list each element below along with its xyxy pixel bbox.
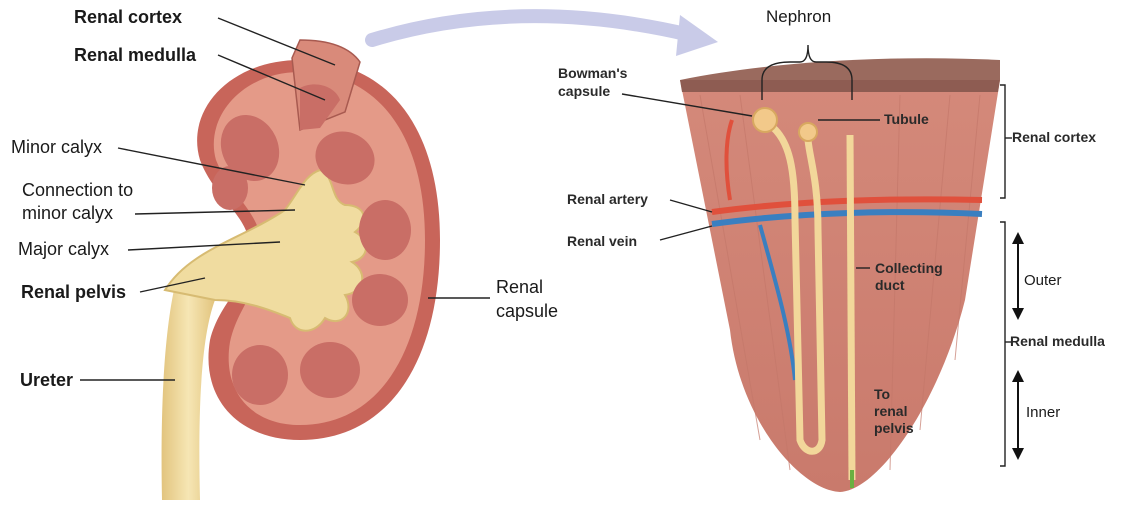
renal-wedge-section bbox=[680, 58, 1000, 492]
label-collecting-line1: Collecting bbox=[875, 261, 943, 276]
label-bowmans-line1: Bowman's bbox=[558, 66, 627, 81]
label-renal-vein: Renal vein bbox=[567, 234, 637, 249]
label-renal-capsule-line1: Renal bbox=[496, 278, 543, 297]
label-bowmans-line2: capsule bbox=[558, 84, 610, 99]
label-renal-capsule-line2: capsule bbox=[496, 302, 558, 321]
label-renal-medulla-right: Renal medulla bbox=[1010, 334, 1105, 349]
wedge-top-surface bbox=[680, 58, 1000, 80]
pyramid bbox=[352, 274, 408, 326]
bowmans-capsule-shape bbox=[753, 108, 777, 132]
pyramid bbox=[300, 342, 360, 398]
label-nephron: Nephron bbox=[766, 8, 831, 26]
label-to-pelvis-line2: renal bbox=[874, 404, 907, 419]
label-major-calyx: Major calyx bbox=[18, 240, 109, 259]
label-minor-calyx: Minor calyx bbox=[11, 138, 102, 157]
connecting-arrow bbox=[372, 16, 690, 40]
capsule-layer bbox=[680, 80, 1000, 92]
label-renal-cortex-left: Renal cortex bbox=[74, 8, 182, 27]
tubule-glom bbox=[799, 123, 817, 141]
label-inner: Inner bbox=[1026, 405, 1060, 421]
label-collecting-line2: duct bbox=[875, 278, 905, 293]
label-renal-artery: Renal artery bbox=[567, 192, 648, 207]
pyramid bbox=[359, 200, 411, 260]
ureter-tube bbox=[162, 285, 215, 500]
label-renal-pelvis: Renal pelvis bbox=[21, 283, 126, 302]
pyramid bbox=[232, 345, 288, 405]
label-connection-line2: minor calyx bbox=[22, 204, 113, 223]
label-to-pelvis-line1: To bbox=[874, 387, 890, 402]
label-renal-cortex-right: Renal cortex bbox=[1012, 130, 1096, 145]
connecting-arrowhead bbox=[676, 15, 718, 56]
label-outer: Outer bbox=[1024, 273, 1062, 289]
label-ureter: Ureter bbox=[20, 371, 73, 390]
label-connection-line1: Connection to bbox=[22, 181, 133, 200]
label-to-pelvis-line3: pelvis bbox=[874, 421, 914, 436]
kidney-cross-section bbox=[162, 40, 440, 500]
label-renal-medulla-left: Renal medulla bbox=[74, 46, 196, 65]
label-tubule: Tubule bbox=[884, 112, 929, 127]
